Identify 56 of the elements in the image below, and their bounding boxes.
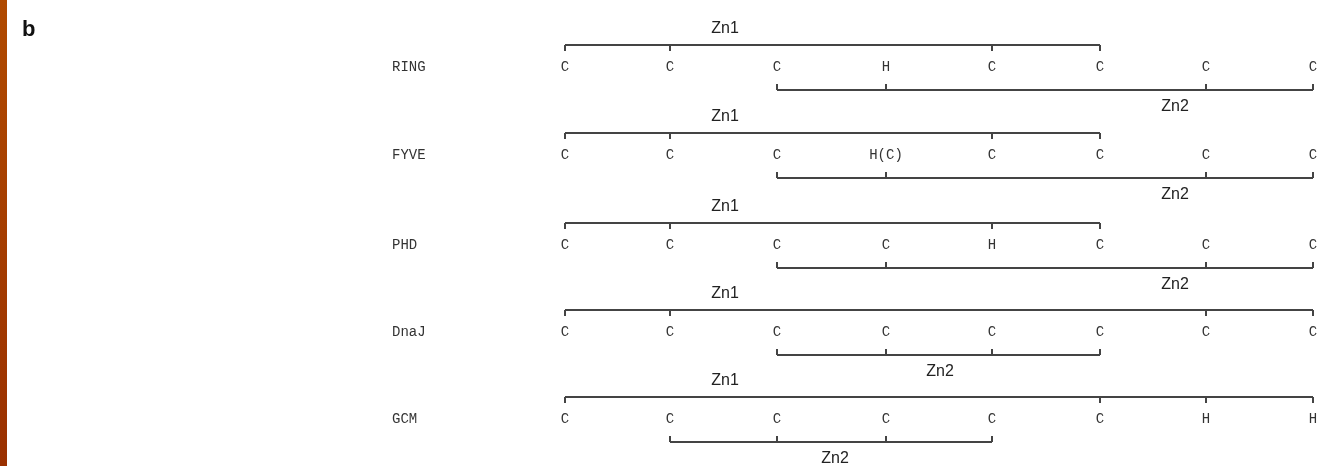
zinc-site-label: Zn2 [1161,98,1189,114]
zinc-site-label: Zn2 [1161,276,1189,292]
residue-label: C [1095,325,1105,339]
residue-label: H(C) [869,148,903,162]
domain-name: PHD [392,238,418,252]
residue-label: C [881,238,891,252]
domain-name: RING [392,60,426,74]
residue-label: H [881,60,891,74]
domain-name: FYVE [392,148,426,162]
domain-name: GCM [392,412,418,426]
zinc-site-label: Zn2 [821,450,849,466]
residue-label: C [1201,325,1211,339]
residue-label: C [772,60,782,74]
residue-label: C [772,325,782,339]
zinc-site-label: Zn1 [711,108,739,124]
residue-label: C [987,60,997,74]
residue-label: H [1308,412,1318,426]
residue-label: C [1201,148,1211,162]
residue-label: C [1095,60,1105,74]
zinc-site-label: Zn2 [1161,186,1189,202]
panel-letter: b [22,18,36,40]
residue-label: C [1095,412,1105,426]
residue-label: C [665,60,675,74]
residue-label: C [1308,238,1318,252]
residue-label: C [772,148,782,162]
residue-label: C [560,238,570,252]
residue-label: C [881,325,891,339]
residue-label: C [987,148,997,162]
residue-label: C [1201,60,1211,74]
residue-label: H [1201,412,1211,426]
residue-label: C [987,412,997,426]
residue-label: C [881,412,891,426]
residue-label: C [1095,238,1105,252]
residue-label: C [772,238,782,252]
residue-label: C [1308,60,1318,74]
residue-label: C [665,238,675,252]
residue-label: C [560,60,570,74]
residue-label: C [1308,325,1318,339]
residue-label: C [560,412,570,426]
zinc-site-label: Zn1 [711,20,739,36]
residue-label: C [665,412,675,426]
residue-label: C [1095,148,1105,162]
zinc-site-label: Zn2 [926,363,954,379]
zinc-site-label: Zn1 [711,372,739,388]
residue-label: C [665,148,675,162]
residue-label: C [1201,238,1211,252]
zinc-site-label: Zn1 [711,198,739,214]
domain-name: DnaJ [392,325,426,339]
residue-label: C [560,148,570,162]
residue-label: C [772,412,782,426]
residue-label: C [560,325,570,339]
residue-label: C [665,325,675,339]
residue-label: H [987,238,997,252]
zinc-site-label: Zn1 [711,285,739,301]
residue-label: C [987,325,997,339]
residue-label: C [1308,148,1318,162]
